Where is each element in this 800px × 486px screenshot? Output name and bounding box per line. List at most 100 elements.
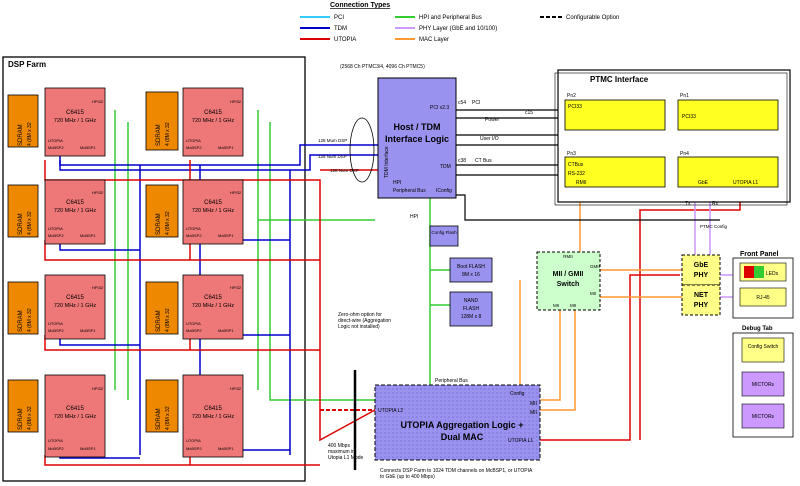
svg-text:Boot FLASH: Boot FLASH [457, 264, 485, 270]
sdram-block: SDRAM 4 (8M x 32 [145, 379, 179, 433]
svg-text:UTOPIA: UTOPIA [186, 321, 201, 326]
legend-mac-label: MAC Layer [419, 37, 449, 43]
host-periph-port: Peripheral Bus [393, 188, 426, 194]
utopia-note: 128 Num DSP [330, 168, 359, 173]
svg-text:McBSP2: McBSP2 [48, 145, 64, 150]
svg-text:C6415: C6415 [204, 406, 222, 412]
pn2-pci-label: PCI33 [568, 104, 582, 110]
svg-text:8M x 16: 8M x 16 [462, 272, 480, 278]
utopia-aggregation-logic: UTOPIA Aggregation Logic + Dual MAC UTOP… [374, 384, 541, 461]
svg-text:HPI32: HPI32 [92, 386, 104, 391]
sdram-block: SDRAM 4 (8M x 32 [145, 281, 179, 335]
svg-text:PHY: PHY [694, 272, 709, 279]
dsp-block: C6415 720 MHz / 1 GHz UTOPIA McBSP2 McBS… [182, 374, 244, 458]
svg-text:C6415: C6415 [66, 295, 84, 301]
svg-text:720 MHz / 1 GHz: 720 MHz / 1 GHz [54, 208, 96, 214]
svg-text:UTOPIA: UTOPIA [186, 138, 201, 143]
svg-text:SDRAM: SDRAM [156, 213, 162, 235]
svg-text:McBSP2: McBSP2 [48, 233, 64, 238]
mcbsp1-note: 128 Num DSP [318, 154, 347, 159]
dsp-block: C6415 720 MHz / 1 GHz UTOPIA McBSP2 McBS… [44, 179, 106, 245]
svg-text:720 MHz / 1 GHz: 720 MHz / 1 GHz [192, 303, 234, 309]
peripheral-bus-label: Peripheral Bus [435, 378, 468, 384]
dsp-block: C6415 720 MHz / 1 GHz UTOPIA McBSP2 McBS… [182, 179, 244, 245]
svg-text:McBSP1: McBSP1 [218, 145, 234, 150]
svg-text:SDRAM: SDRAM [156, 124, 162, 146]
svg-text:GMII: GMII [590, 264, 600, 269]
dsp-block: C6415 720 MHz / 1 GHz UTOPIA McBSP2 McBS… [44, 374, 106, 458]
svg-text:720 MHz / 1 GHz: 720 MHz / 1 GHz [54, 303, 96, 309]
svg-text:128M x 8: 128M x 8 [461, 314, 482, 320]
connection-lines [44, 109, 741, 470]
rx-label: Rx [712, 201, 719, 207]
pn4-gbe-label: GbE [698, 180, 709, 186]
aggregation-title-line1: UTOPIA Aggregation Logic + [401, 420, 524, 430]
svg-text:4 (8M x 32: 4 (8M x 32 [27, 406, 33, 430]
svg-text:Config Flash: Config Flash [431, 230, 457, 235]
aggregation-mii-b: MII [530, 410, 537, 416]
svg-text:MII: MII [590, 291, 596, 296]
ptmc-pn4-label: Pn4 [680, 151, 689, 157]
svg-text:C6415: C6415 [66, 110, 84, 116]
svg-text:UTOPIA: UTOPIA [48, 138, 63, 143]
tdm-channels-note: (2568 Ch PTMC3/4, 4096 Ch PTMC5) [340, 64, 425, 70]
ptmc-pn1-connector [677, 99, 779, 131]
debug-tab: Debug Tab Config Switch MICTORs MICTORs [732, 326, 794, 438]
rj45-label: RJ-45 [756, 295, 770, 301]
mictor-label-1: MICTORs [752, 382, 775, 388]
svg-text:SDRAM: SDRAM [18, 124, 24, 146]
svg-text:C6415: C6415 [66, 406, 84, 412]
mcbsp2-note: 128 Mum DSP [318, 138, 347, 143]
host-tdm-interface-block: Host / TDM Interface Logic TDM Interface… [377, 77, 457, 199]
svg-text:McBSP1: McBSP1 [80, 145, 96, 150]
legend-phy-label: PHY Layer (GbE and 10/100) [419, 26, 497, 32]
dsp-block: C6415 720 MHz / 1 GHz UTOPIA McBSP2 McBS… [182, 87, 244, 157]
legend-tdm-label: TDM [334, 26, 347, 32]
config-flash: Config Flash [429, 225, 459, 247]
svg-text:McBSP1: McBSP1 [80, 328, 96, 333]
dsp-blocks: C6415 720 MHz / 1 GHz UTOPIA McBSP2 McBS… [44, 87, 244, 458]
aggregation-utopia-l2: UTOPIA L2 [378, 408, 403, 414]
net-phy: NET PHY [681, 284, 721, 316]
svg-text:SDRAM: SDRAM [156, 310, 162, 332]
ptmc-pn4-connector [677, 156, 779, 188]
svg-text:C6415: C6415 [204, 110, 222, 116]
svg-text:McBSP2: McBSP2 [186, 233, 202, 238]
annotations: (2568 Ch PTMC3/4, 4096 Ch PTMC5) 128 Mum… [318, 64, 728, 480]
ptmc-title: PTMC Interface [590, 75, 649, 84]
legend-configurable-label: Configurable Option [566, 15, 619, 21]
svg-text:McBSP1: McBSP1 [218, 446, 234, 451]
svg-text:HPI32: HPI32 [230, 190, 242, 195]
aggregation-config: Config [510, 391, 525, 397]
svg-text:HPI32: HPI32 [92, 190, 104, 195]
ptmc-pn2-connector [564, 99, 666, 131]
tdm-interface-ellipse [349, 117, 375, 183]
mii-gmii-switch: MII / GMII Switch GMII MII RMII MII MII [536, 251, 601, 311]
boot-flash: Boot FLASH 8M x 16 [449, 257, 493, 283]
svg-text:HPI32: HPI32 [92, 99, 104, 104]
svg-text:MII: MII [553, 303, 559, 308]
svg-text:McBSP2: McBSP2 [48, 446, 64, 451]
svg-text:720 MHz / 1 GHz: 720 MHz / 1 GHz [54, 118, 96, 124]
svg-text:SDRAM: SDRAM [18, 408, 24, 430]
svg-text:4 (8M x 32: 4 (8M x 32 [165, 406, 171, 430]
sdram-block: SDRAM 4 (8M x 32 [7, 379, 39, 433]
svg-text:HPI32: HPI32 [92, 285, 104, 290]
svg-text:NAND: NAND [464, 298, 479, 304]
svg-text:4 (8M x 32: 4 (8M x 32 [165, 308, 171, 332]
ptmc-pn3-connector [564, 156, 666, 188]
svg-text:C6415: C6415 [66, 200, 84, 206]
ptmc-pn3-label: Pn3 [567, 151, 576, 157]
svg-text:UTOPIA: UTOPIA [48, 321, 63, 326]
svg-text:Switch: Switch [557, 281, 580, 288]
svg-text:SDRAM: SDRAM [18, 213, 24, 235]
svg-text:McBSP1: McBSP1 [80, 446, 96, 451]
svg-text:SDRAM: SDRAM [18, 310, 24, 332]
leds-label: LEDs [766, 271, 779, 277]
aggregation-note: Connects DSP Farm to 1024 TDM channels o… [380, 468, 533, 480]
ptmc-pn1-label: Pn1 [680, 93, 689, 99]
svg-text:McBSP2: McBSP2 [186, 446, 202, 451]
svg-text:4 (8M x 32: 4 (8M x 32 [27, 122, 33, 146]
sdram-block: SDRAM 4 (8M x 32 [7, 184, 39, 238]
